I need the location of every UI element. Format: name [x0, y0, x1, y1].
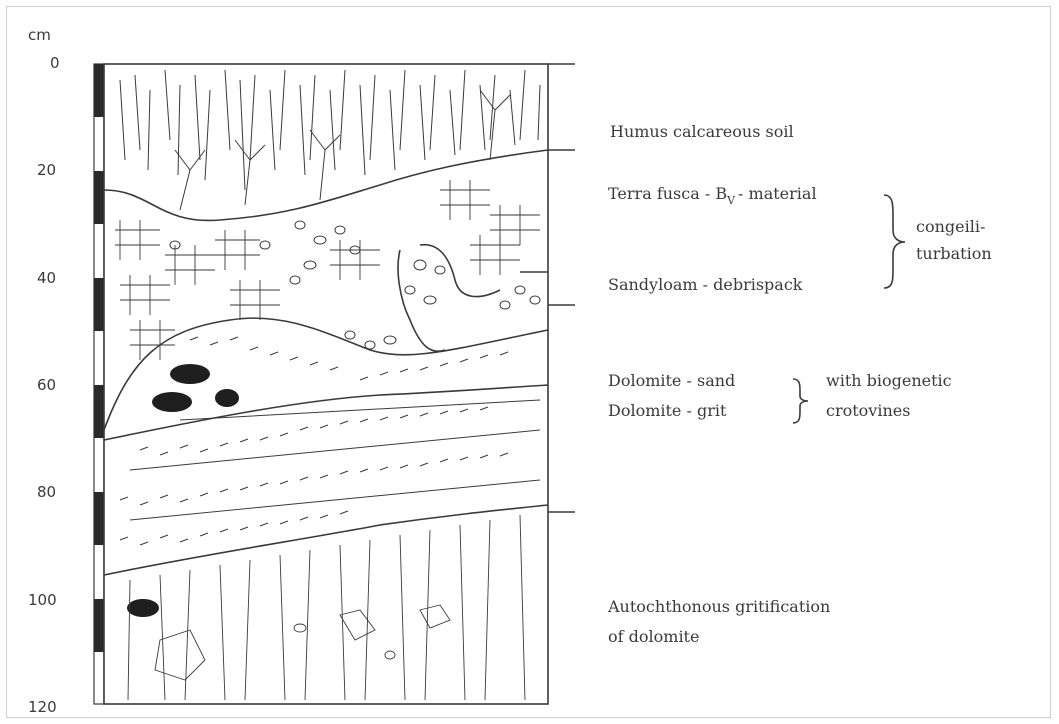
label-dolomite-grit: Dolomite - grit: [608, 401, 727, 420]
tick-80: 80: [37, 483, 56, 501]
tick-0: 0: [50, 54, 60, 72]
scale-bar: [94, 64, 104, 704]
brace-congeli: [884, 195, 905, 288]
label-biogenetic-2: crotovines: [826, 401, 910, 420]
label-sandyloam: Sandyloam - debrispack: [608, 275, 803, 294]
tick-60: 60: [37, 376, 56, 394]
brace-biogenetic: [793, 379, 808, 423]
label-autochthonous-1: Autochthonous gritification: [607, 597, 830, 616]
label-humus: Humus calcareous soil: [610, 122, 794, 141]
label-biogenetic-1: with biogenetic: [826, 371, 952, 390]
tick-120: 120: [28, 698, 57, 716]
tick-20: 20: [37, 161, 56, 179]
axis-unit: cm: [28, 26, 51, 44]
label-autochthonous-2: of dolomite: [608, 627, 699, 646]
label-terra-fusca: Terra fusca - BV- material: [608, 184, 817, 207]
tick-40: 40: [37, 269, 56, 287]
tick-100: 100: [28, 591, 57, 609]
label-dolomite-sand: Dolomite - sand: [608, 371, 735, 390]
depth-axis: cm 0 20 40 60 80 100 120: [28, 26, 60, 716]
label-congeli-1: congeili-: [916, 217, 985, 236]
layer-labels: Humus calcareous soil Terra fusca - BV- …: [607, 122, 992, 646]
label-congeli-2: turbation: [916, 244, 992, 263]
